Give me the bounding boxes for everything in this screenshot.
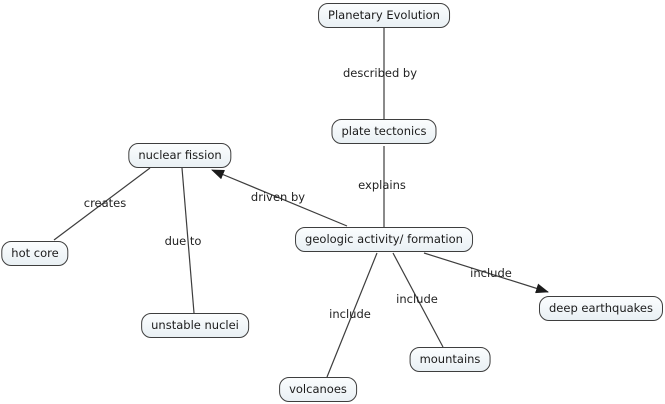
edge-nuclear-fission-unstable-nuclei	[181, 167, 195, 314]
edge-geologic-activity-volcanoes	[326, 252, 378, 378]
node-plate-tectonics[interactable]: plate tectonics	[331, 119, 437, 144]
link-label-described-by[interactable]: described by	[342, 66, 418, 80]
node-planetary-evolution[interactable]: Planetary Evolution	[318, 3, 450, 28]
node-hot-core[interactable]: hot core	[1, 241, 69, 266]
node-deep-earthquakes[interactable]: deep earthquakes	[538, 296, 664, 321]
link-label-creates[interactable]: creates	[83, 196, 127, 210]
link-label-include-volcanoes[interactable]: include	[329, 307, 371, 321]
link-label-explains[interactable]: explains	[358, 178, 406, 192]
node-mountains[interactable]: mountains	[409, 347, 491, 372]
edge-geologic-activity-mountains	[392, 252, 444, 348]
link-label-include-mountains[interactable]: include	[396, 292, 438, 306]
edge-geologic-activity-deep-earthquakes	[423, 252, 549, 294]
link-label-driven-by[interactable]: driven by	[250, 190, 306, 204]
node-nuclear-fission[interactable]: nuclear fission	[128, 143, 232, 168]
node-geologic-activity[interactable]: geologic activity/ formation	[295, 227, 473, 252]
link-label-include-deep-earthquakes[interactable]: include	[470, 266, 512, 280]
edge-nuclear-fission-hot-core	[53, 167, 151, 241]
node-unstable-nuclei[interactable]: unstable nuclei	[141, 313, 249, 338]
link-label-due-to[interactable]: due to	[164, 234, 202, 248]
node-volcanoes[interactable]: volcanoes	[279, 377, 357, 402]
edge-geologic-activity-nuclear-fission	[211, 169, 348, 227]
